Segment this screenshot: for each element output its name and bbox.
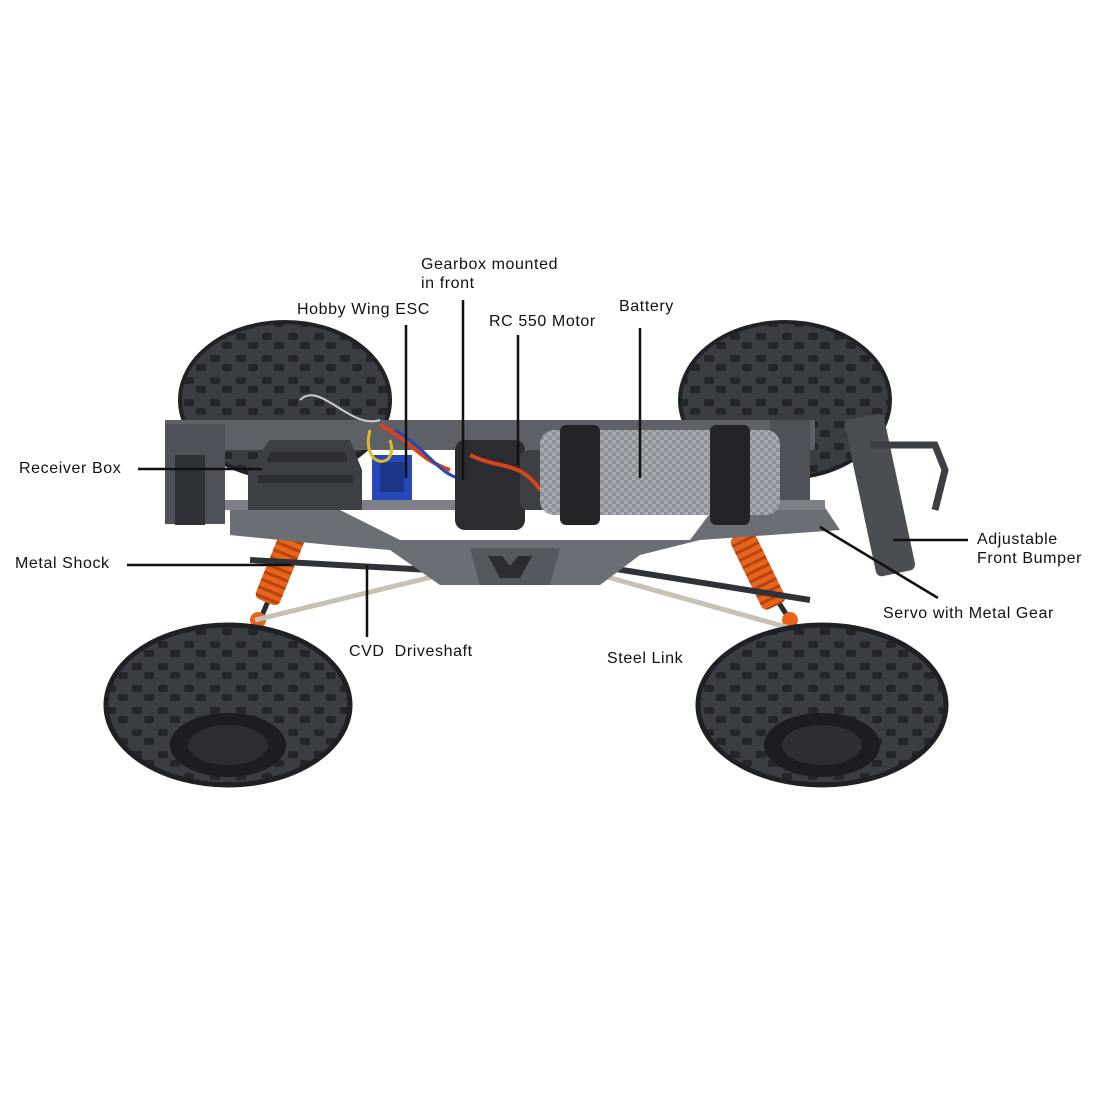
label-receiver-box: Receiver Box — [19, 460, 122, 477]
front-tire-right — [695, 622, 949, 788]
label-battery: Battery — [619, 298, 674, 315]
front-tire-left — [103, 622, 353, 788]
label-esc: Hobby Wing ESC — [297, 301, 430, 318]
label-gearbox-line1: Gearbox mounted — [421, 256, 559, 273]
label-motor: RC 550 Motor — [489, 313, 596, 330]
label-steel-link: Steel Link — [607, 650, 684, 667]
label-cvd-driveshaft: CVD Driveshaft — [349, 643, 473, 660]
label-metal-shock: Metal Shock — [15, 555, 110, 572]
leader-servo — [819, 525, 939, 600]
label-bumper-line2: Front Bumper — [977, 550, 1083, 567]
front-bumper — [844, 413, 949, 577]
label-bumper-line1: Adjustable — [977, 531, 1058, 548]
label-gearbox-line2: in front — [421, 275, 475, 292]
receiver-box — [248, 440, 362, 510]
label-servo: Servo with Metal Gear — [883, 605, 1054, 622]
battery-pack — [540, 425, 780, 525]
